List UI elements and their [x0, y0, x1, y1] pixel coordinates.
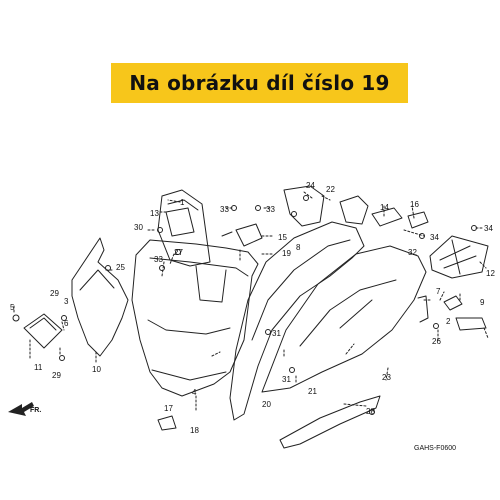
callout-9: 9 — [480, 298, 485, 307]
box-lid — [157, 189, 211, 267]
callout-4: 4 — [192, 388, 197, 397]
callout-32: 32 — [408, 248, 417, 257]
callout-31-top: 31 — [272, 329, 281, 338]
callout-14: 14 — [380, 203, 389, 212]
callout-33-right: 33 — [266, 205, 275, 214]
callout-22: 22 — [326, 185, 335, 194]
callout-31-bottom: 31 — [282, 375, 291, 384]
callout-23: 23 — [382, 373, 391, 382]
callout-25: 25 — [116, 263, 125, 272]
callout-29-top: 29 — [50, 289, 59, 298]
callout-27: 27 — [174, 248, 183, 257]
direction-label: FR. — [30, 407, 41, 414]
callout-20: 20 — [262, 400, 271, 409]
banner-text: Na obrázku díl číslo 19 — [129, 71, 390, 95]
callout-labels: 1 2 3 4 5 6 7 8 9 10 11 12 13 14 15 16 1… — [10, 181, 495, 435]
rear-carrier — [429, 235, 489, 279]
callout-17: 17 — [164, 404, 173, 413]
body-cover — [229, 221, 365, 421]
callout-18: 18 — [190, 426, 199, 435]
callout-7: 7 — [436, 287, 441, 296]
front-side-cover — [71, 237, 129, 357]
callout-21: 21 — [308, 387, 317, 396]
cover-14 — [371, 207, 403, 227]
rear-grip — [283, 185, 325, 227]
callout-12: 12 — [486, 269, 495, 278]
small-lid-panel — [23, 313, 63, 349]
rear-body-cover — [261, 245, 427, 393]
switch — [443, 295, 463, 311]
battery-lid — [165, 207, 195, 237]
front-direction-arrow: FR. — [8, 402, 41, 416]
diagram-code: GAHS-F0600 — [414, 445, 456, 452]
pad — [157, 415, 177, 431]
callout-19: 19 — [282, 249, 291, 258]
highlighted-part-banner: Na obrázku díl číslo 19 — [111, 63, 408, 103]
callout-2: 2 — [446, 317, 451, 326]
callout-15: 15 — [278, 233, 287, 242]
callout-16: 16 — [410, 200, 419, 209]
callout-30: 30 — [134, 223, 143, 232]
callout-28: 28 — [366, 407, 375, 416]
callout-26: 26 — [432, 337, 441, 346]
callout-13: 13 — [150, 209, 159, 218]
callout-6: 6 — [64, 319, 69, 328]
callout-1: 1 — [180, 198, 185, 207]
lock-cover — [235, 223, 263, 247]
key-lock — [455, 317, 487, 331]
callout-33-top: 33 — [220, 205, 229, 214]
callout-34-left: 34 — [430, 233, 439, 242]
callout-33-left: 33 — [154, 255, 163, 264]
callout-5: 5 — [10, 303, 15, 312]
callout-10: 10 — [92, 365, 101, 374]
callout-11: 11 — [34, 363, 43, 372]
side-trim — [279, 395, 381, 449]
hook — [417, 295, 429, 323]
luggage-box — [131, 239, 259, 397]
callout-24: 24 — [306, 181, 315, 190]
callout-3: 3 — [64, 297, 69, 306]
cover-16 — [407, 211, 429, 229]
callout-34-right: 34 — [484, 224, 493, 233]
callout-29-bottom: 29 — [52, 371, 61, 380]
tail-clip — [339, 195, 369, 225]
callout-8: 8 — [296, 243, 301, 252]
